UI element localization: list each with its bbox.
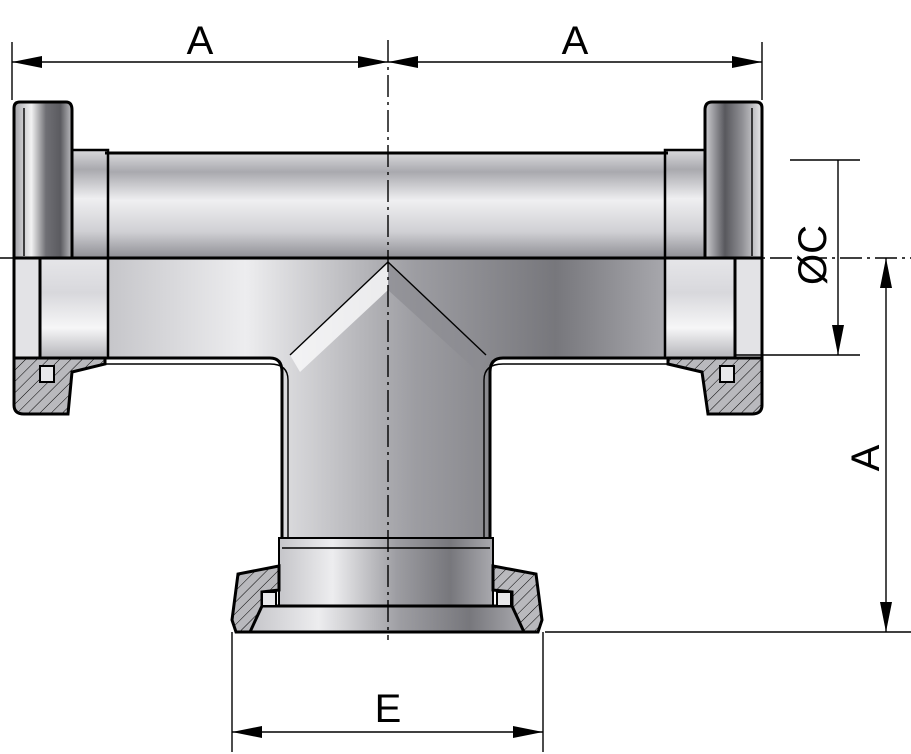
left-gasket [39,365,55,383]
right-gasket [719,365,735,383]
dim-label-bottom: E [375,687,402,731]
branch-wall-right [483,363,668,540]
dim-label-top-left: A [187,19,214,63]
arrow-top-left [12,56,42,68]
right-flange-face [703,100,764,260]
right-flange-lower [733,256,764,360]
arrow-a-bottom [880,602,892,632]
bottom-flange-face [247,604,527,634]
arrow-e-left [232,726,262,738]
bottom-gasket-left [261,591,277,607]
left-flange-section [12,356,107,416]
right-ferrule-upper [663,148,709,260]
left-ferrule-upper [66,148,110,260]
branch-facet-shade [388,262,488,372]
dim-label-vertical: A [844,444,888,471]
arrow-top-mid-left [358,56,388,68]
pipe-upper-half [103,151,670,260]
branch-seam-right [387,261,487,356]
arrow-c-bottom [832,325,844,355]
arrow-e-right [513,726,543,738]
left-flange-face [12,100,74,260]
branch-outline-right [488,356,668,540]
dim-label-diameter: ØC [791,225,835,285]
branch-wall-left [105,363,289,540]
left-ferrule-lower [38,256,110,360]
arrow-top-right [732,56,762,68]
branch-pipe [105,258,668,540]
right-flange-section [666,356,764,416]
branch-facet [290,262,388,372]
left-flange-lower [12,256,42,360]
dim-label-top-right: A [562,19,589,63]
branch-seam-left [289,261,389,356]
bottom-gasket-right [496,591,512,607]
arrow-top-mid-right [388,56,418,68]
right-ferrule-lower [663,256,737,360]
arrow-a-top [880,258,892,288]
branch-outline [105,356,284,540]
